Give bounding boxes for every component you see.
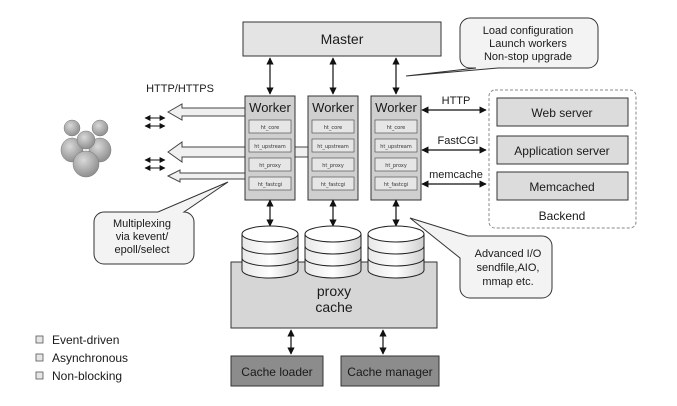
worker-module-box xyxy=(248,176,292,191)
master-label: Master xyxy=(321,31,364,47)
worker-module-label: ht_core xyxy=(324,125,342,131)
worker-module-label: ht_fastcgi xyxy=(258,182,282,188)
master-note-callout: Load configuration Launch workers Non-st… xyxy=(405,17,599,77)
worker-module-box xyxy=(311,176,355,191)
worker-module-box xyxy=(311,138,355,153)
cache-manager-box: Cache manager xyxy=(340,355,440,387)
worker-module-label: ht_proxy xyxy=(385,163,407,169)
worker-module-label: ht_fastcgi xyxy=(384,182,408,188)
cache-loader-box: Cache loader xyxy=(230,355,324,387)
worker-module-label: ht_core xyxy=(387,125,405,131)
worker-module-box xyxy=(248,157,292,172)
worker-1: Worker ht_core ht_upstream ht_proxy ht_fastc… xyxy=(244,95,296,201)
worker-2: Worker ht_core ht_upstream ht_proxy ht_fastc… xyxy=(307,95,359,201)
worker-module-label: ht_upstream xyxy=(380,144,412,150)
worker-module-box xyxy=(374,157,418,172)
worker-module-box xyxy=(248,138,292,153)
worker-title: Worker xyxy=(249,100,291,115)
multiplexing-callout: Multiplexing via kevent/ epoll/select xyxy=(93,181,229,265)
worker-module-box xyxy=(311,119,355,134)
backend-web-server: Web server xyxy=(496,97,629,127)
feature-asynchronous: Asynchronous xyxy=(52,351,128,365)
multiplexing-line-2: via kevent/ xyxy=(116,231,170,243)
master-note-line-2: Launch workers xyxy=(489,38,567,50)
feature-bullet-icon xyxy=(35,353,44,362)
disk-3 xyxy=(367,225,425,279)
worker-module-box xyxy=(374,119,418,134)
workers: Worker ht_core ht_upstream ht_proxy ht_fastc… xyxy=(244,95,422,201)
backend-group: Web server Application server Memcached … xyxy=(488,89,637,229)
worker-module-label: ht_proxy xyxy=(259,163,281,169)
worker-module-box xyxy=(374,138,418,153)
worker-module-box xyxy=(311,157,355,172)
advanced-io-line-1: Advanced I/O xyxy=(475,248,542,260)
http-https-label: HTTP/HTTPS xyxy=(146,83,214,95)
proxy-cache-line-2: cache xyxy=(315,299,353,315)
backend-application-server: Application server xyxy=(496,135,629,165)
feature-bullet-icon xyxy=(35,335,44,344)
worker-title: Worker xyxy=(312,100,354,115)
master-note-line-3: Non-stop upgrade xyxy=(484,51,572,63)
backend-application-server-label: Application server xyxy=(514,144,609,158)
advanced-io-line-2: sendfile,AIO, xyxy=(477,262,540,274)
multiplexing-line-3: epoll/select xyxy=(114,244,169,256)
worker-module-label: ht_upstream xyxy=(254,144,286,150)
disk-2 xyxy=(304,225,362,279)
backend-web-server-label: Web server xyxy=(531,106,592,120)
worker-module-label: ht_fastcgi xyxy=(321,182,345,188)
worker-module-label: ht_proxy xyxy=(322,163,344,169)
feature-bullet-icon xyxy=(35,371,44,380)
worker-title: Worker xyxy=(375,100,417,115)
cache-manager-label: Cache manager xyxy=(347,365,432,379)
worker-module-box xyxy=(248,119,292,134)
feature-event-driven: Event-driven xyxy=(52,333,119,347)
backend-memcached-label: Memcached xyxy=(529,180,594,194)
worker-module-label: ht_core xyxy=(261,125,279,131)
advanced-io-callout: Advanced I/O sendfile,AIO, mmap etc. xyxy=(409,217,553,299)
backend-title: Backend xyxy=(539,209,586,223)
worker-3: Worker ht_core ht_upstream ht_proxy ht_fastc… xyxy=(370,95,422,201)
worker-module-box xyxy=(374,176,418,191)
features-list: Event-driven Asynchronous Non-blocking xyxy=(35,333,128,383)
disk-1 xyxy=(241,225,299,279)
worker-module-label: ht_upstream xyxy=(317,144,349,150)
multiplexing-line-1: Multiplexing xyxy=(113,218,171,230)
feature-non-blocking: Non-blocking xyxy=(52,369,122,383)
master-note-line-1: Load configuration xyxy=(483,25,574,37)
cache-loader-label: Cache loader xyxy=(241,365,312,379)
memcache-label: memcache xyxy=(429,169,483,181)
fastcgi-label: FastCGI xyxy=(438,135,479,147)
http-label: HTTP xyxy=(442,95,471,107)
backend-memcached: Memcached xyxy=(496,171,629,201)
master-box: Master xyxy=(242,21,442,57)
users-icon xyxy=(60,119,112,178)
proxy-cache-line-1: proxy xyxy=(317,283,351,299)
advanced-io-line-3: mmap etc. xyxy=(482,276,533,288)
